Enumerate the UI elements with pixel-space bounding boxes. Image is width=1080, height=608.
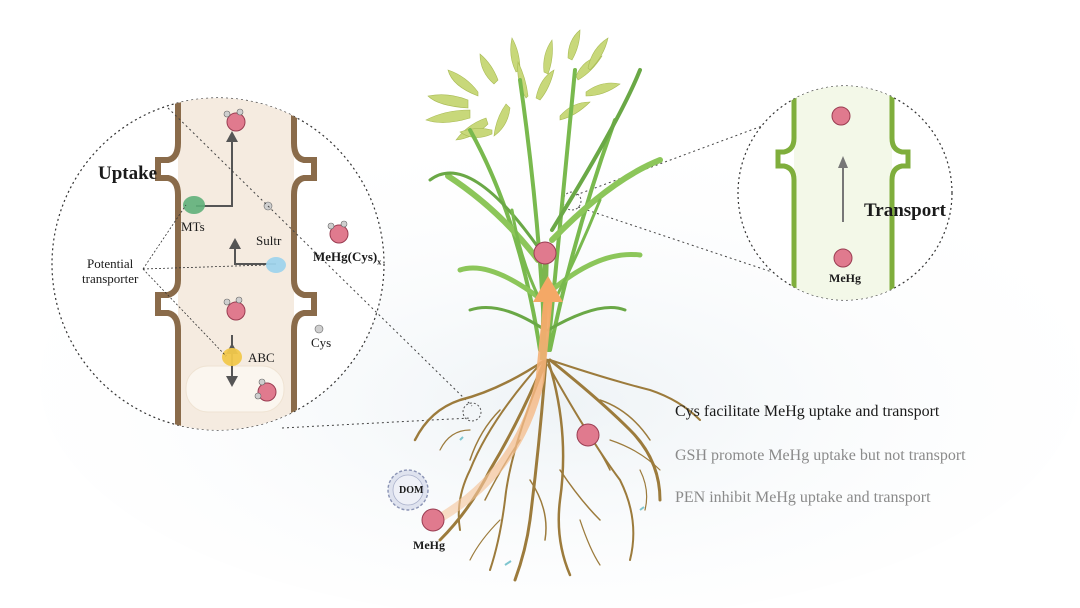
mehg-cys-label-main: MeHg(Cys) <box>313 249 378 264</box>
finding-gsh: GSH promote MeHg uptake but not transpor… <box>675 447 966 464</box>
mehg-soil-label: MeHg <box>413 538 445 552</box>
mehg-molecule-xylem-top <box>831 106 851 126</box>
mehg-molecule-root <box>576 423 600 447</box>
dom-particle <box>387 469 429 511</box>
potential-transporter-line2: transporter <box>82 271 139 286</box>
vacuole <box>185 365 285 413</box>
uptake-zoom-panel <box>51 97 385 431</box>
sultr-transporter-icon <box>266 257 286 273</box>
mehg-molecule-soil <box>421 508 445 532</box>
rice-panicles <box>425 29 621 141</box>
mehg-molecule-mid <box>223 296 246 321</box>
zoom-connector-line <box>167 107 473 407</box>
mehg-cys-complex <box>327 220 349 244</box>
soil-speck <box>504 560 512 566</box>
mehg-molecule-shoot <box>533 241 557 265</box>
transport-zoom-panel <box>737 85 953 301</box>
zoom-connector-line <box>577 206 773 273</box>
mehg-molecule-xylem-bottom <box>833 248 853 268</box>
transport-title: Transport <box>864 200 946 221</box>
abc-label: ABC <box>248 350 275 365</box>
mehg-molecule-vacuole <box>254 378 277 402</box>
zoom-connector-line <box>281 417 471 429</box>
mehg-cys-label: MeHg(Cys)x <box>313 249 381 267</box>
finding-cys: Cys facilitate MeHg uptake and transport <box>675 403 940 420</box>
mehg-molecule-top <box>223 108 246 132</box>
dom-label: DOM <box>399 485 424 496</box>
mts-label: MTs <box>181 219 205 234</box>
sultr-label: Sultr <box>256 233 282 248</box>
potential-transporter-line1: Potential <box>87 256 134 271</box>
uptake-arrow-head <box>533 276 563 302</box>
cys-molecule-outside <box>314 324 324 334</box>
cell-wall-right <box>291 98 317 430</box>
xylem-wall-right <box>889 86 911 300</box>
cys-label: Cys <box>311 335 332 350</box>
zoom-connector-line <box>575 125 763 196</box>
mehg-cys-label-subscript: x <box>377 257 382 267</box>
cell-wall-left <box>155 98 181 430</box>
uptake-transport-arrow <box>435 295 553 523</box>
soil-speck <box>639 506 645 511</box>
uptake-title: Uptake <box>98 163 158 184</box>
rice-plant <box>413 29 701 582</box>
sultr-arrow <box>234 247 276 265</box>
mehg-xylem-label: MeHg <box>829 271 861 285</box>
potential-transporter-label: Potential transporter <box>82 256 138 286</box>
abc-transporter-icon <box>222 348 242 366</box>
mts-transporter-icon <box>183 196 205 214</box>
mts-arrow <box>196 140 233 207</box>
soil-speck <box>459 436 464 441</box>
finding-pen: PEN inhibit MeHg uptake and transport <box>675 489 931 506</box>
xylem-wall-left <box>775 86 797 300</box>
root-zoom-marker <box>462 402 482 422</box>
